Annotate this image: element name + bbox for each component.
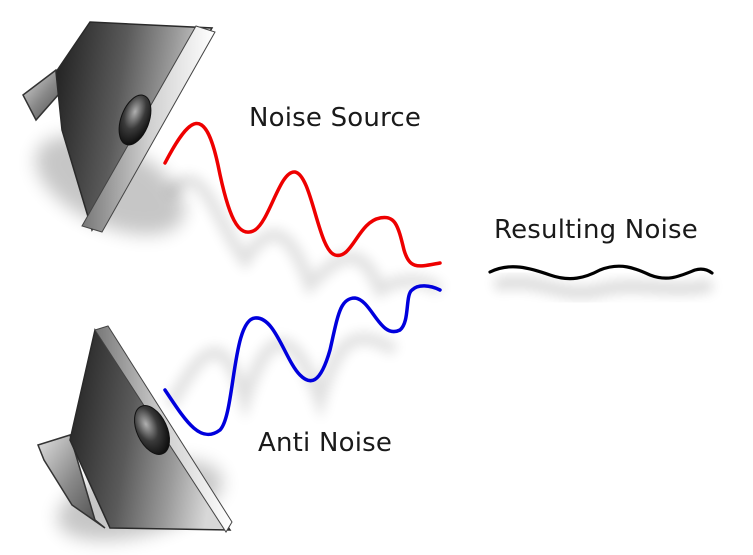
wave-shadow <box>164 332 398 421</box>
wave-shadow <box>493 276 714 299</box>
noise-source-label: Noise Source <box>249 103 422 133</box>
speaker-icon <box>22 21 216 233</box>
anti-noise-wave <box>163 284 442 437</box>
noise-source-wave <box>163 121 442 268</box>
wave-shadow <box>165 174 444 300</box>
resulting-noise-wave <box>488 264 714 281</box>
resulting-noise-label: Resulting Noise <box>494 215 698 245</box>
speaker-icon <box>37 325 233 533</box>
anti-noise-label: Anti Noise <box>258 428 393 458</box>
